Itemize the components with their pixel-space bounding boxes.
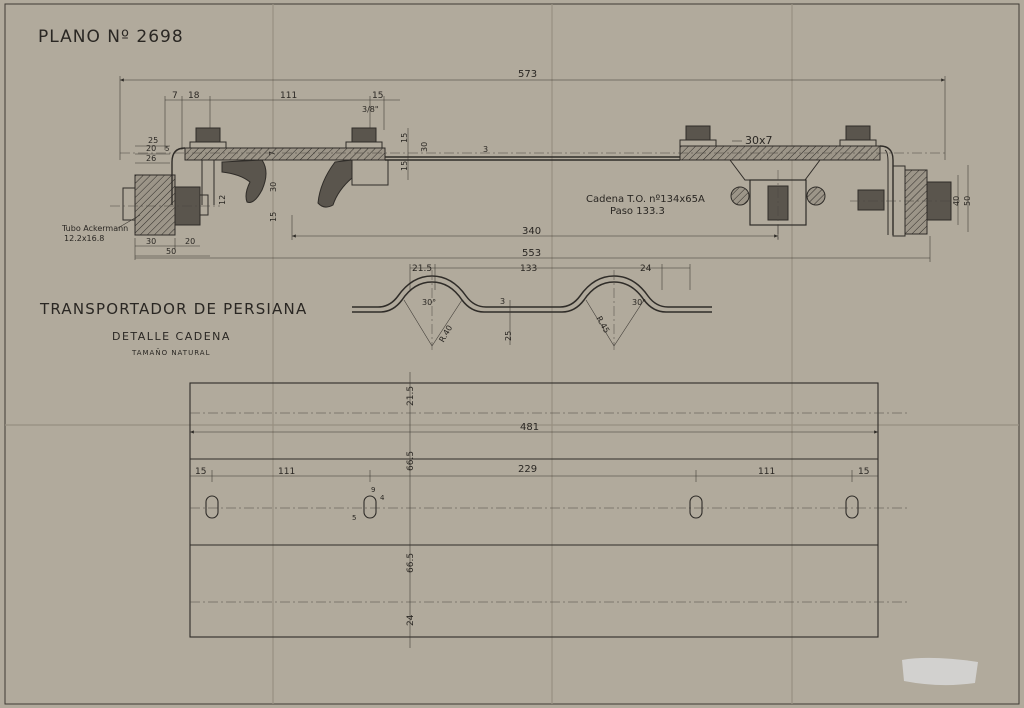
bolt-left-1 [189, 127, 227, 205]
slot-2 [363, 495, 377, 519]
plate-dim-15r: 15 [858, 467, 869, 477]
slot-1 [205, 495, 219, 519]
plate-dim-66-5b: 66.5 [406, 553, 416, 573]
dim-5: 5 [165, 145, 169, 153]
plate-dim-481: 481 [520, 422, 539, 433]
dim-3-8: 3/8" [362, 105, 379, 114]
dim-111: 111 [280, 91, 297, 101]
hook-mid [317, 159, 353, 208]
bolt-right-1 [679, 125, 717, 147]
slot-4 [845, 495, 859, 519]
dim-553: 553 [522, 248, 541, 259]
profile-dim-21-5: 21.5 [412, 264, 432, 274]
dim-340: 340 [522, 226, 541, 237]
hook-left [221, 159, 267, 203]
dim-50: 50 [166, 247, 176, 256]
dim-30w: 30 [420, 142, 429, 152]
profile-dim-3: 3 [500, 297, 505, 306]
heading-main: TRANSPORTADOR DE PERSIANA [39, 300, 307, 318]
dim-15a: 15 [372, 91, 383, 101]
profile-dim-133: 133 [520, 264, 537, 274]
slot-3 [689, 495, 703, 519]
plate-dim-24: 24 [406, 614, 416, 626]
dim-overall: 573 [518, 69, 537, 80]
stamp-mark [902, 657, 978, 686]
chain-note-line1: Cadena T.O. nº134x65A [586, 194, 705, 205]
dim-30v: 30 [269, 182, 278, 192]
plate-dim-229: 229 [518, 464, 537, 475]
dim-7b: 7 [268, 151, 277, 156]
dim-15b: 15 [269, 212, 278, 222]
plate-dim-111r: 111 [758, 467, 775, 477]
drawing-title: PLANO Nº 2698 [38, 27, 184, 47]
heading-scale: TAMAÑO NATURAL [131, 348, 210, 357]
dim-7: 7 [172, 91, 178, 101]
slot-dim-9: 9 [371, 486, 375, 494]
plate-view: 481 21.5 66.5 66.5 24 15 111 229 111 15 … [189, 372, 910, 648]
dim-20b: 20 [185, 237, 195, 246]
bolt-right-2 [839, 125, 877, 147]
tube-note-line1: Tubo Ackermann [61, 224, 128, 233]
profile-angle-2: 30° [632, 298, 646, 307]
dim-15c: 15 [400, 133, 409, 143]
bar-label: 30x7 [745, 134, 773, 147]
chain-note-line2: Paso 133.3 [610, 206, 665, 217]
plate-dim-21-5: 21.5 [406, 386, 416, 406]
dim-40: 40 [952, 196, 961, 206]
plate-dim-15l: 15 [195, 467, 206, 477]
tube-note-line2: 12.2x16.8 [64, 234, 104, 243]
dim-3: 3 [483, 145, 488, 154]
profile-angle-1: 30° [422, 298, 436, 307]
dim-20a: 20 [146, 144, 156, 153]
dim-26: 26 [146, 154, 156, 163]
profile-dim-25: 25 [504, 331, 513, 341]
profile-dim-24: 24 [640, 264, 652, 274]
dim-15d: 15 [400, 161, 409, 171]
fold-lines [5, 4, 1019, 704]
plate-dim-111l: 111 [278, 467, 295, 477]
dim-12: 12 [218, 195, 227, 205]
assembly-view: 573 7 18 111 15 3/8" 25 20 26 5 Tubo Ack… [61, 69, 972, 262]
chain-roller [729, 159, 826, 240]
slot-dim-5: 5 [352, 514, 356, 522]
dim-18: 18 [188, 91, 200, 101]
plate-dim-66-5a: 66.5 [406, 451, 416, 471]
slot-dim-4: 4 [380, 494, 385, 502]
sheet-border [4, 3, 1020, 705]
dim-50r: 50 [963, 196, 972, 206]
dim-30b: 30 [146, 237, 156, 246]
dim-25: 25 [148, 136, 158, 145]
heading-sub: DETALLE CADENA [112, 330, 231, 343]
